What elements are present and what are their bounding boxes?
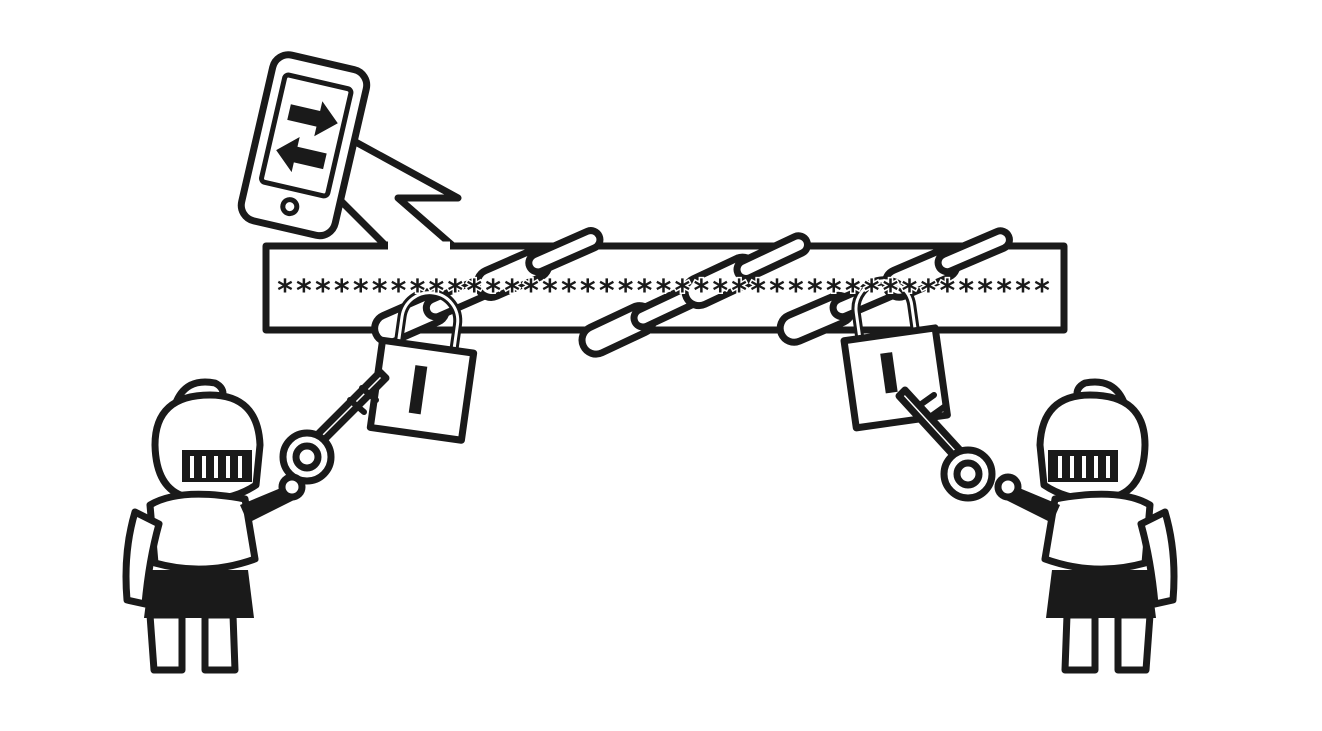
knight-icon: [998, 382, 1174, 670]
key-icon: [895, 386, 996, 502]
chain-link: [934, 227, 1013, 276]
transfer-arrows-icon: [276, 101, 338, 173]
knight-icon: [122, 378, 306, 674]
chain-link: [525, 227, 604, 276]
chain-link: [733, 232, 811, 282]
smartphone-icon: [237, 51, 371, 240]
chain-icon: [776, 227, 1013, 346]
key-icon: [279, 368, 390, 485]
chain-icon: [578, 232, 811, 358]
password-mask: ****************************************…: [276, 274, 1051, 309]
